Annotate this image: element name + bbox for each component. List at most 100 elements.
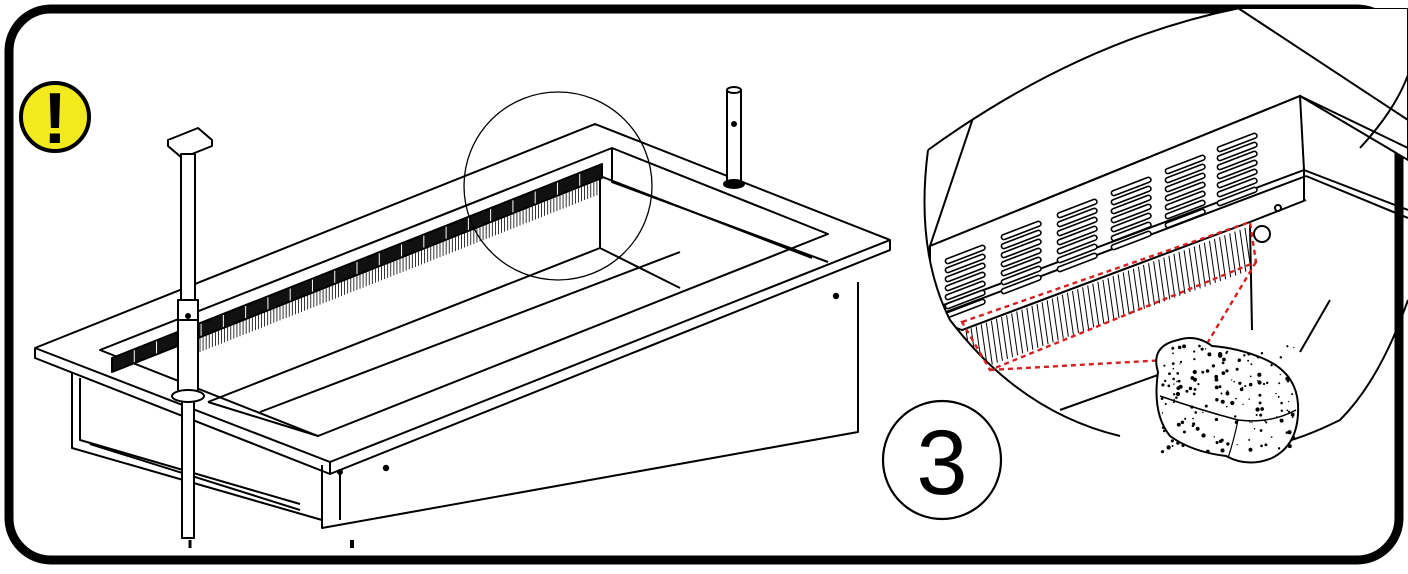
sponge-pore	[1225, 369, 1229, 373]
sponge-pore	[1177, 345, 1182, 350]
warning-symbol: !	[43, 79, 67, 159]
warning-badge: !	[19, 79, 91, 159]
sponge-pore	[1280, 409, 1284, 412]
detail-fin-line	[1001, 316, 1008, 360]
detail-slot	[1110, 212, 1152, 233]
detail-fin-line	[990, 320, 998, 363]
right-support-pole	[723, 86, 745, 189]
detail-fin-line	[1072, 290, 1079, 334]
sponge-pore	[1176, 380, 1178, 383]
detail-slot	[1000, 238, 1042, 259]
detail-fin-line	[1163, 257, 1171, 300]
detail-fin-line	[1178, 251, 1186, 295]
sponge-pore	[1286, 409, 1289, 412]
sponge-pore	[1222, 438, 1224, 441]
sponge-pore	[1247, 359, 1250, 362]
detail-slot	[1164, 172, 1206, 193]
sponge-pore	[1201, 433, 1206, 438]
sponge-pore	[1221, 371, 1226, 375]
sponge-pore	[1277, 395, 1280, 398]
detail-fin-line	[1122, 272, 1130, 315]
sponge-pore	[1260, 444, 1263, 448]
sponge-pore	[1198, 344, 1201, 348]
step-number-badge: 3	[881, 399, 1003, 521]
sponge-pore	[1192, 369, 1197, 375]
sponge-pore	[1258, 401, 1262, 405]
fin-comb	[199, 181, 598, 352]
detail-slot	[944, 271, 986, 292]
sponge-pore	[1176, 422, 1181, 427]
sponge-pore	[1248, 447, 1253, 452]
detail-slot	[1216, 150, 1258, 171]
sponge-pore	[1215, 441, 1219, 445]
detail-slot	[1164, 154, 1206, 175]
sponge-pore	[1270, 364, 1273, 367]
sponge-pore	[1225, 351, 1228, 355]
sponge-pore	[1288, 441, 1291, 444]
sponge-pore	[1238, 381, 1242, 385]
sponge-pore	[1247, 352, 1251, 356]
sponge-pore	[1287, 410, 1291, 413]
detail-fin-line	[1137, 266, 1145, 309]
sponge-pore	[1214, 385, 1219, 390]
sponge-pore	[1162, 429, 1166, 433]
sponge-pore	[1286, 345, 1289, 348]
sponge-pore	[1177, 379, 1181, 383]
sponge-pore	[1255, 407, 1260, 412]
detail-slot	[1056, 225, 1098, 246]
sponge-pore	[1204, 348, 1207, 350]
sponge-pore	[1160, 397, 1164, 400]
sponge-pore	[1163, 364, 1166, 367]
detail-fin-line	[1224, 235, 1232, 278]
detail-fin-line	[1234, 231, 1242, 274]
sponge-pore	[1172, 352, 1174, 355]
sponge-pore	[1255, 414, 1258, 417]
sponge-pore	[1172, 393, 1176, 396]
sponge-pore	[1248, 398, 1250, 400]
detail-fin-line	[1046, 300, 1054, 343]
sponge-pore	[1176, 372, 1180, 375]
sponge-pore	[1220, 392, 1223, 395]
sponge-pore	[1217, 351, 1223, 357]
detail-fin-line	[1112, 276, 1120, 319]
sponge-pore	[1164, 379, 1167, 383]
detail-fin-line	[1107, 277, 1115, 321]
detail-fin-line	[1066, 292, 1074, 335]
detail-fin-line	[1077, 289, 1085, 332]
sponge-pore	[1215, 398, 1219, 402]
sponge-pore	[1291, 393, 1294, 396]
detail-fin-line	[1036, 303, 1044, 347]
detail-fin-line	[1193, 246, 1201, 289]
detail-slot	[1110, 203, 1152, 224]
detail-fin-line	[1041, 302, 1049, 345]
sponge-pore	[1190, 377, 1194, 380]
sponge-pore	[1253, 427, 1256, 430]
sponge-pore	[1265, 421, 1268, 424]
detail-slot	[1056, 234, 1098, 255]
cleaning-zone-highlight	[960, 220, 1258, 372]
detail-fin-line	[1117, 274, 1125, 317]
detail-fin-line	[1132, 268, 1140, 311]
sponge-pore	[1193, 350, 1196, 353]
sponge-pore	[1235, 397, 1237, 400]
sponge-pore	[1172, 377, 1175, 381]
sponge-pore	[1173, 398, 1175, 401]
sponge-pore	[1291, 435, 1296, 440]
sponge-pore	[1275, 392, 1277, 395]
sponge-pore	[1218, 385, 1222, 389]
exclamation-warning-icon	[19, 81, 91, 153]
detail-outline	[927, 7, 1241, 151]
detail-fin-line	[1168, 255, 1176, 298]
sponge-pore	[1185, 389, 1189, 393]
sponge-pore	[1279, 418, 1284, 423]
detail-slot	[1056, 243, 1098, 264]
detail-fin-line	[1006, 315, 1014, 358]
sponge-pore	[1287, 444, 1292, 449]
sponge-pore	[1192, 377, 1198, 382]
sponge-pore	[1257, 379, 1259, 382]
sponge-pore	[1175, 391, 1181, 397]
sponge-pore	[1172, 401, 1175, 404]
detail-slot	[1216, 132, 1258, 153]
detail-slot	[1000, 229, 1042, 250]
